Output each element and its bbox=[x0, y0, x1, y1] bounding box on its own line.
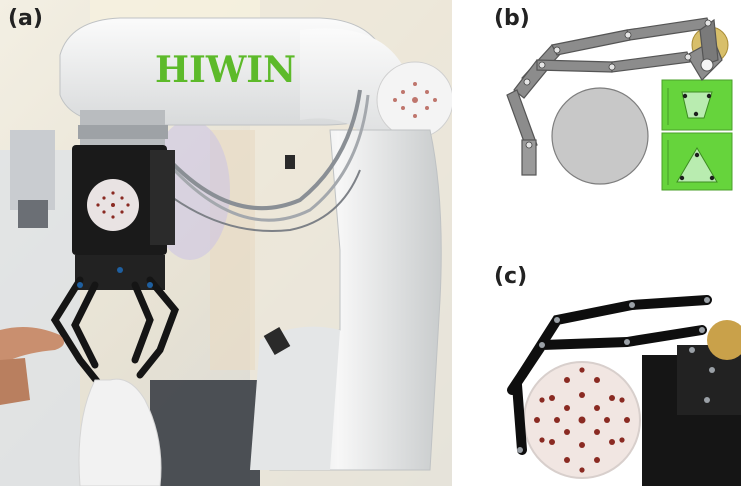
robot-arm-photo: HIWIN bbox=[0, 0, 452, 486]
cad-gripper-diagram bbox=[482, 0, 741, 205]
panel-label-a: (a) bbox=[8, 6, 43, 31]
panel-b: (b) bbox=[482, 0, 741, 205]
panel-a: HIWIN bbox=[0, 0, 452, 486]
panel-label-b: (b) bbox=[494, 6, 530, 31]
gripper-closeup-photo bbox=[482, 260, 741, 486]
panel-label-c: (c) bbox=[494, 264, 528, 289]
pad-dot-pattern bbox=[534, 367, 630, 473]
panel-c: (c) bbox=[482, 260, 741, 486]
robot-brand-logo: HIWIN bbox=[155, 49, 296, 91]
